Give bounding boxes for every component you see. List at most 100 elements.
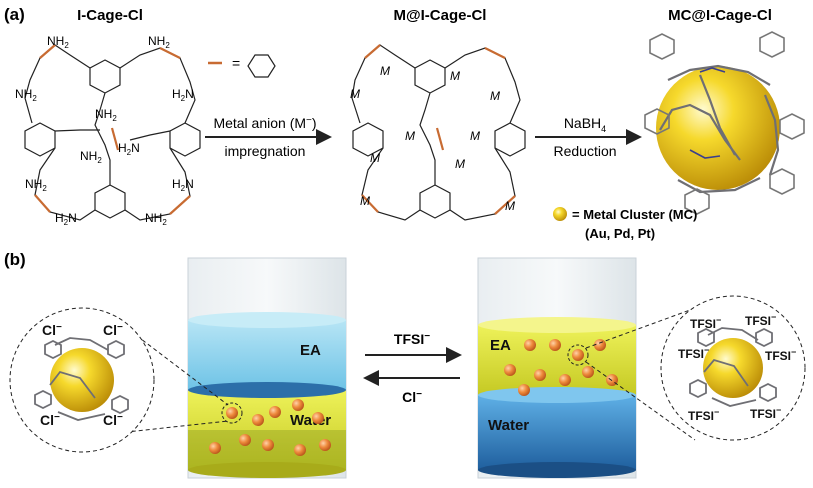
cage1-nh2: H2N [172,87,194,103]
reverse-anion-label: Cl− [402,389,422,405]
cage1-nh2: NH2 [80,149,102,165]
cage1-amines: NH2 NH2 NH2 H2N NH2 NH2 H2N NH2 H2N H2N … [15,34,194,227]
particle [572,349,584,361]
cage1-nh2: NH2 [25,177,47,193]
linker-legend-equals: = [232,55,240,71]
benzene-bottom-icon [94,184,126,219]
particle [262,439,274,451]
left-ea-label: EA [300,342,321,359]
right-counterion-label: TFSI− [690,315,721,331]
left-zoom-target [221,402,243,424]
cage1-nh2: NH2 [47,34,69,50]
left-water-label: Water [290,412,331,429]
right-zoom-target [567,344,589,366]
cage2-title: M@I-Cage-Cl [394,7,487,24]
panel-a-label: (a) [4,5,25,24]
step2-sublabel: Reduction [553,143,616,159]
cyclohexane-icon [644,108,670,135]
right-water-label: Water [488,417,529,434]
cage1-title: I-Cage-Cl [77,7,143,24]
cyclohexane-icon [755,327,773,348]
cage1-linkers [34,44,191,215]
particle [252,414,264,426]
cyclohexane-icon [107,339,125,360]
metal-anion-label: M [455,157,465,171]
cage1-nh2: H2N [118,141,140,157]
particle [524,339,536,351]
metal-anion-label: M [360,194,370,208]
cage1-nh2: NH2 [145,211,167,227]
cyclohexane-icon [44,339,62,360]
mc-legend-label: = Metal Cluster (MC) [572,207,697,222]
cage3-title: MC@I-Cage-Cl [668,7,772,24]
cage2-linkers [361,44,516,215]
cyclohexane-icon [684,188,710,215]
mc-metals-label: (Au, Pd, Pt) [585,226,655,241]
cyclohexane-icon [689,378,707,399]
left-zoom-view: Cl− Cl− Cl− Cl− [9,307,155,453]
particle [549,339,561,351]
left-particles [209,399,331,456]
particle [226,407,238,419]
metal-cluster-legend-icon [553,207,567,221]
right-counterion-label: TFSI− [678,345,709,361]
particle [312,412,324,424]
cyclohexane-icon [649,33,675,60]
benzene-top-icon [89,59,121,94]
particle [504,364,516,376]
cage1-nh2: NH2 [148,34,170,50]
step1-label: Metal anion (M−) [213,115,316,131]
cyclohexane-icon [769,168,795,195]
metal-anion-label: M [380,64,390,78]
right-zoom-line [585,361,696,441]
cage1-nh2: H2N [55,211,77,227]
particle [582,366,594,378]
left-counterion-label: Cl− [40,412,60,428]
step1-sublabel: impregnation [225,143,306,159]
right-counterion-label: TFSI− [750,405,781,421]
left-counterion-label: Cl− [42,322,62,338]
right-counterion-label: TFSI− [765,347,796,363]
cage1-nh2: NH2 [95,107,117,123]
cyclohexane-icon [759,382,777,403]
particle [518,384,530,396]
cyclohexane-icon [34,389,52,410]
right-ea-label: EA [490,337,511,354]
mc-cage-model [644,31,805,215]
right-beaker [477,257,637,479]
cage1-nh2: NH2 [15,87,37,103]
cyclohexane-icon [779,113,805,140]
particle [292,399,304,411]
right-counterion-label: TFSI− [745,312,776,328]
particle [269,406,281,418]
step2-label: NaBH4 [564,115,606,134]
particle [534,369,546,381]
benzene-bottom-icon [419,184,451,219]
cyclohexane-icon [247,54,276,78]
cage2-metal-anions: M M M M M M M M M M [350,64,515,213]
metal-anion-label: M [505,199,515,213]
particle [294,444,306,456]
benzene-left-icon [352,122,384,157]
metal-anion-label: M [370,151,380,165]
left-counterion-label: Cl− [103,322,123,338]
particle [239,434,251,446]
benzene-left-icon [24,122,56,157]
cyclohexane-icon [111,394,129,415]
particle [559,374,571,386]
right-counterion-label: TFSI− [688,407,719,423]
metal-anion-label: M [470,129,480,143]
gold-cluster-sphere [703,338,763,398]
right-zoom-line [585,309,691,349]
cyclohexane-icon [697,327,715,348]
left-counterion-label: Cl− [103,412,123,428]
panel-b-label: (b) [4,250,26,269]
metal-anion-label: M [350,87,360,101]
metal-anion-label: M [450,69,460,83]
particle [209,442,221,454]
cyclohexane-icon [759,31,785,58]
right-zoom-view: TFSI− TFSI− TFSI− TFSI− TFSI− TFSI− [660,295,806,441]
benzene-top-icon [414,59,446,94]
benzene-right-icon [494,122,526,157]
